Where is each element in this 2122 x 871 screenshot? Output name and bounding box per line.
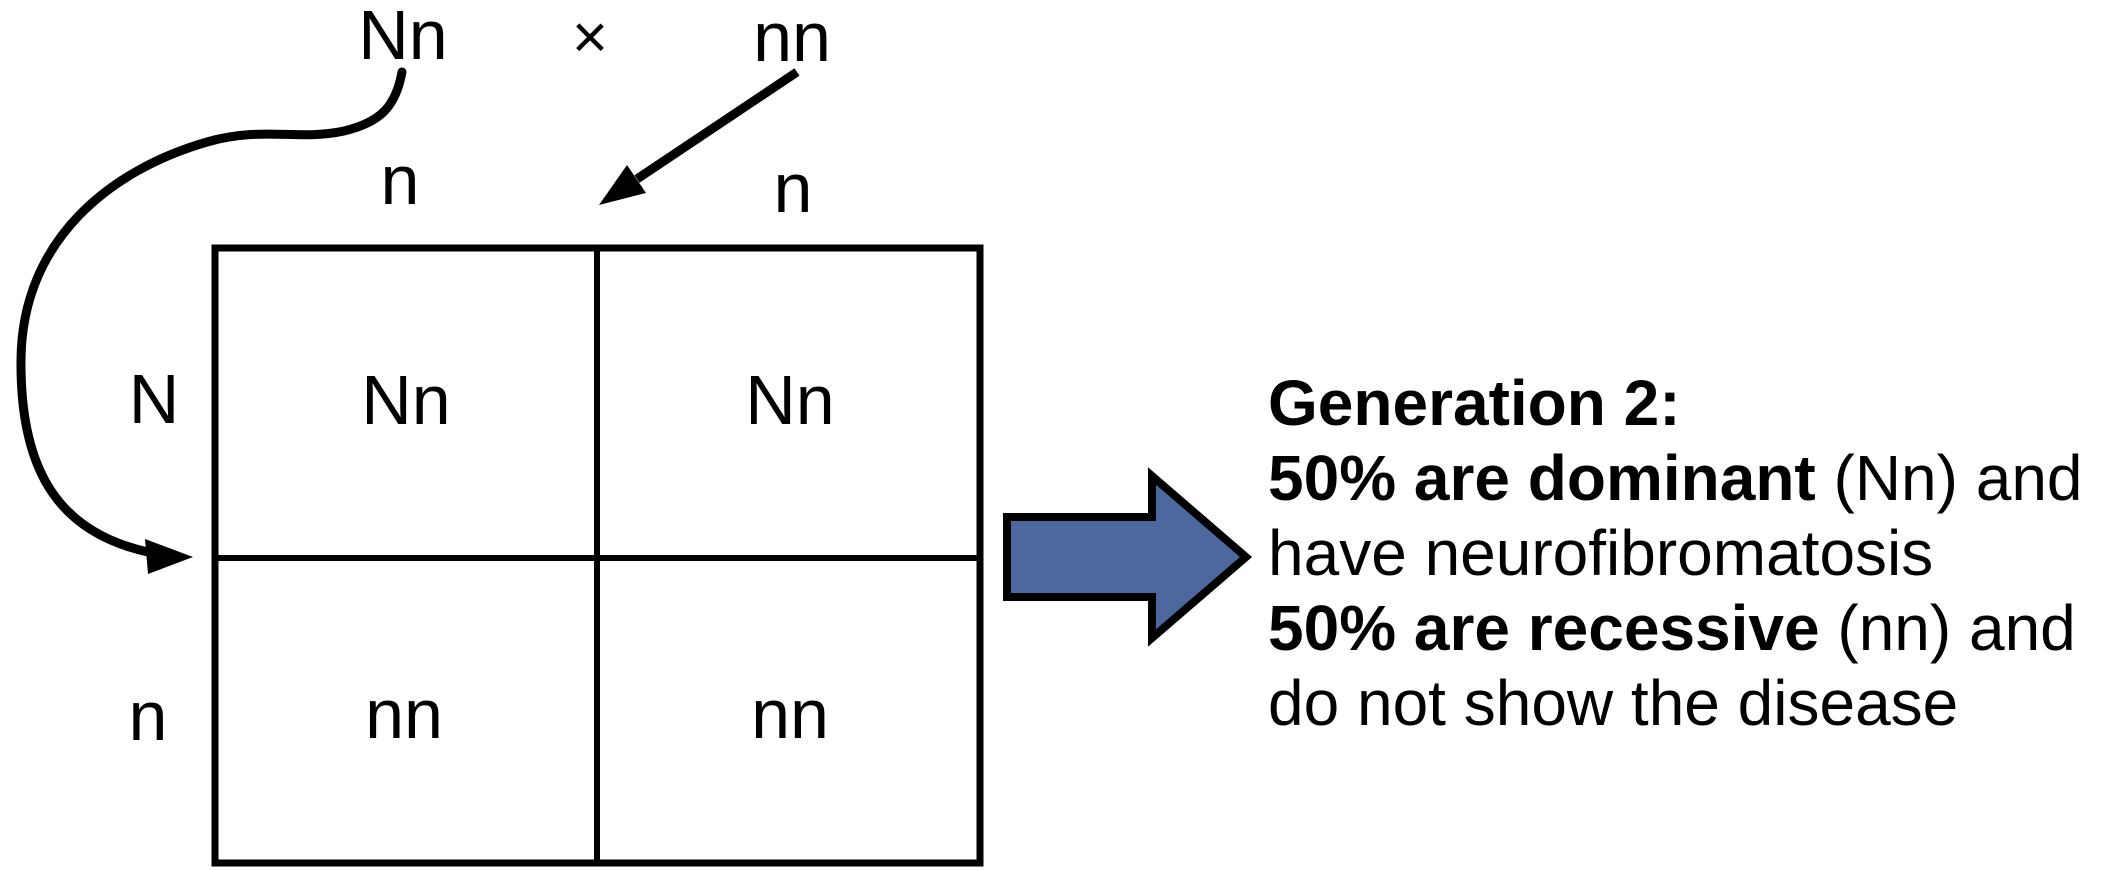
recessive-regular-text: (nn) and (1819, 592, 2076, 664)
punnett-row-header-2: n (128, 677, 168, 755)
result-annotation: Generation 2: 50% are dominant (Nn) and … (1268, 366, 2083, 741)
punnett-col-header-2: n (773, 149, 813, 227)
punnett-row-header-1: N (128, 360, 180, 438)
curved-gamete-arrow (16, 67, 407, 557)
punnett-col-header-1: n (380, 141, 420, 219)
result-title-text: Generation 2: (1268, 367, 1681, 439)
result-line-no-disease: do not show the disease (1268, 667, 1959, 739)
curved-gamete-arrow-head-icon (145, 539, 193, 574)
cross-parent1-genotype: Nn (358, 0, 448, 74)
dominant-bold-text: 50% are dominant (1268, 442, 1816, 514)
punnett-cell-0-0: Nn (361, 361, 451, 439)
recessive-bold-text: 50% are recessive (1268, 592, 1820, 664)
straight-gamete-arrow-head-icon (599, 165, 646, 205)
punnett-cell-0-1: Nn (745, 361, 835, 439)
straight-gamete-arrow (634, 68, 800, 183)
punnett-cell-1-1: nn (751, 675, 829, 753)
flow-block-arrow-icon (1003, 467, 1253, 647)
result-line-neurofibromatosis: have neurofibromatosis (1268, 517, 1934, 589)
cross-parent2-genotype: nn (753, 0, 831, 76)
result-title: Generation 2: (1268, 366, 2083, 441)
result-line-dominant: 50% are dominant (Nn) and (1268, 441, 2083, 516)
dominant-regular-text: (Nn) and (1815, 442, 2083, 514)
cross-operator: × (571, 3, 609, 72)
result-line-recessive: 50% are recessive (nn) and (1268, 591, 2083, 666)
punnett-cell-1-0: nn (365, 675, 443, 753)
